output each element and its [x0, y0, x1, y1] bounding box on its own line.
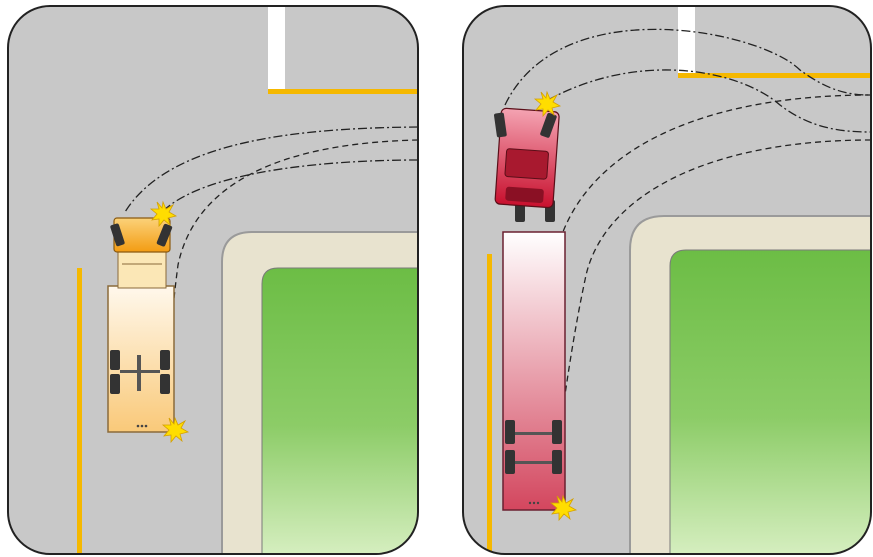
trailer-path-inner [554, 139, 871, 461]
tractor-trailer [494, 107, 566, 511]
grass-lot [261, 267, 418, 554]
right-panel-frame [462, 5, 872, 555]
lane-line-top [678, 73, 871, 78]
grass-lot [669, 249, 871, 554]
cab-path-outer [124, 126, 418, 213]
lane-line-left [77, 268, 82, 554]
lane-line-top [268, 89, 418, 94]
stop-line [268, 6, 285, 94]
left-panel-frame [7, 5, 419, 555]
right-panel [463, 6, 871, 554]
left-panel [8, 6, 418, 554]
stop-line [678, 6, 695, 76]
cab-path-outer [504, 28, 871, 106]
lane-line-left [487, 254, 492, 554]
cab-path-inner [161, 159, 418, 213]
cab-path-inner [547, 69, 871, 133]
straight-truck [107, 217, 175, 433]
tractor-cab [494, 107, 560, 209]
